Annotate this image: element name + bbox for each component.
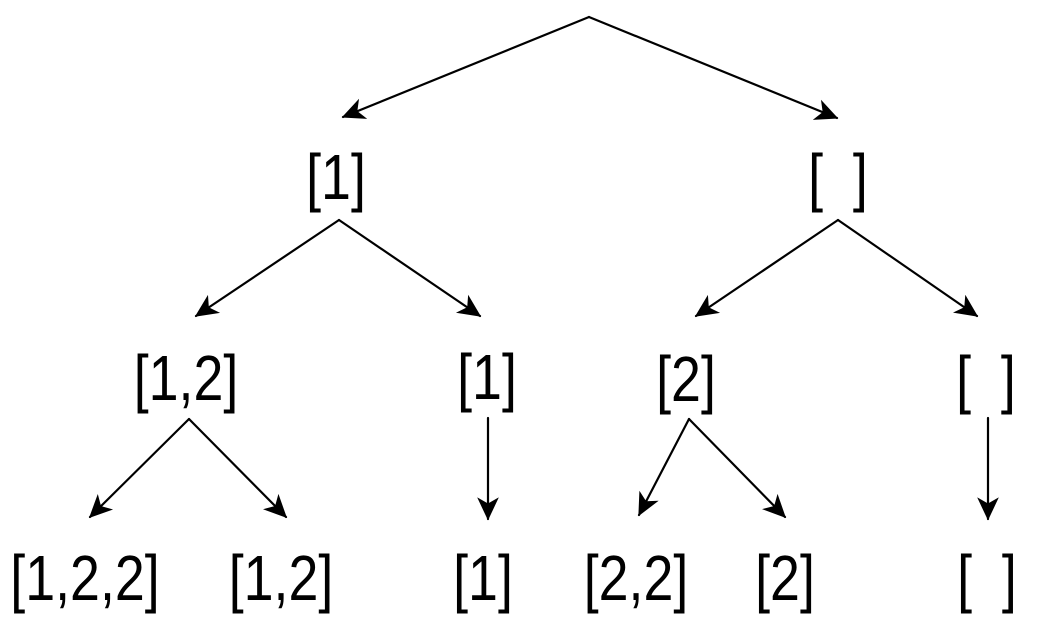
tree-edge-arrow	[587, 15, 839, 120]
tree-node-label: [2,2]	[583, 542, 689, 614]
tree-edge-arrow	[836, 218, 979, 318]
tree-edge-arrow	[687, 417, 787, 519]
tree-edge-arrow	[637, 417, 691, 517]
tree-node-label: [1]	[306, 141, 366, 213]
tree-node-label: [1,2]	[133, 342, 239, 414]
tree-node-label: [2]	[656, 343, 716, 415]
tree-edge-arrow	[88, 417, 191, 519]
tree-edge-arrow	[337, 218, 482, 318]
tree-node-label: [ ]	[956, 343, 1016, 415]
tree-node-label: [1]	[453, 542, 513, 614]
tree-edge-arrow	[694, 218, 840, 318]
tree-node-label: [ ]	[808, 141, 868, 213]
tree-node-label: [1]	[457, 341, 517, 413]
tree-edge-arrow	[187, 417, 288, 519]
tree-node-label: [1,2]	[228, 542, 334, 614]
tree-edge-arrow	[341, 15, 591, 119]
tree-node-label: [2]	[755, 542, 815, 614]
tree-node-label: [ ]	[957, 542, 1017, 614]
tree-edge-arrow	[194, 218, 341, 318]
tree-node-label: [1,2,2]	[10, 542, 160, 614]
